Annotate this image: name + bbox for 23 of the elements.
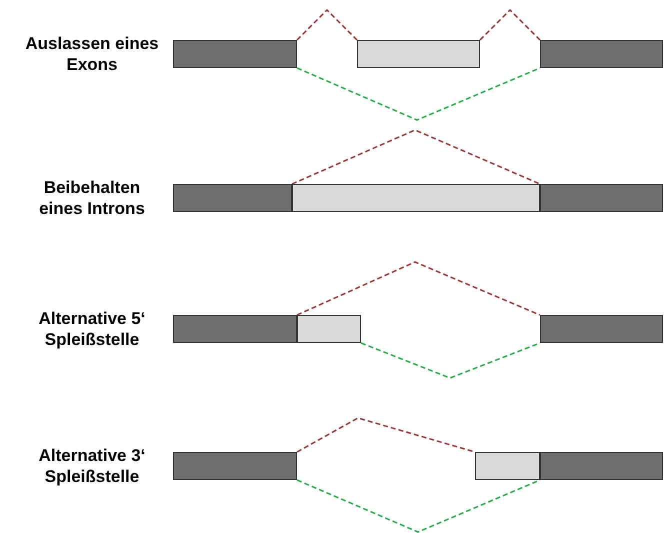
exon-bar: [173, 315, 297, 343]
exon-bar: [540, 184, 663, 212]
exon-bar: [173, 452, 297, 480]
row-label: Alternative 3‘ Spleißstelle: [38, 445, 146, 487]
alternative-segment-bar: [292, 184, 540, 212]
exon-bar: [173, 40, 297, 68]
alternative-segment-bar: [297, 315, 361, 343]
alternative-segment-bar: [475, 452, 540, 480]
row-label: Auslassen eines Exons: [24, 33, 160, 75]
row-label: Alternative 5‘ Spleißstelle: [38, 308, 146, 350]
splice-line: [296, 417, 476, 453]
splice-line: [296, 67, 540, 121]
exon-bar: [540, 315, 663, 343]
splice-line: [296, 261, 540, 316]
splice-line: [296, 8, 358, 41]
exon-bar: [540, 40, 663, 68]
splice-line: [479, 8, 541, 41]
alternative-segment-bar: [357, 40, 480, 68]
row-label: Beibehalten eines Introns: [38, 177, 146, 219]
exon-bar: [173, 184, 292, 212]
splice-line: [292, 129, 540, 185]
exon-bar: [540, 452, 663, 480]
splice-line: [360, 342, 540, 379]
